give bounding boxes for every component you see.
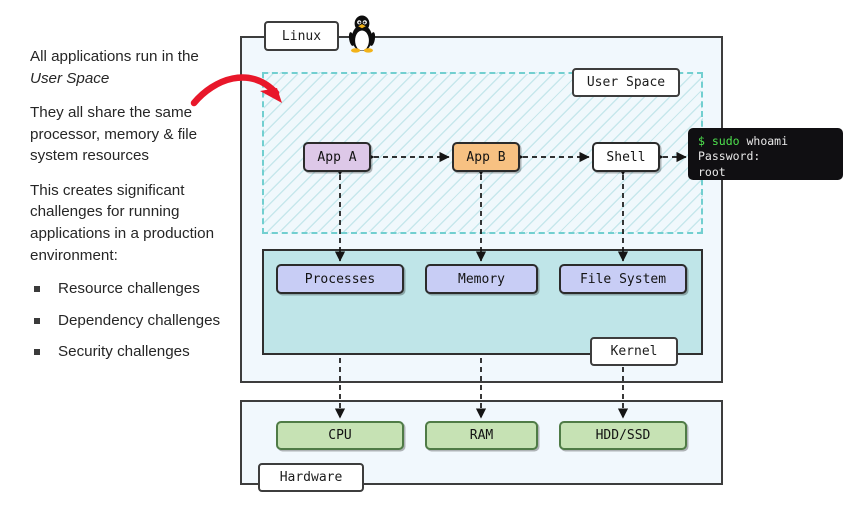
terminal-command: whoami [739,134,789,148]
terminal-window[interactable]: $ sudo whoami Password: root [688,128,843,180]
terminal-prompt: $ sudo [698,134,740,148]
node-shell[interactable]: Shell [592,142,660,172]
node-processes[interactable]: Processes [276,264,404,294]
list-item: Security challenges [30,342,228,363]
bullet-square-icon [34,286,40,293]
node-hdd-ssd[interactable]: HDD/SSD [559,421,687,450]
paragraph-shared-resources: They all share the same processor, memor… [30,104,198,165]
node-file-system[interactable]: File System [559,264,687,294]
os-label-linux: Linux [264,21,339,51]
list-item: Dependency challenges [30,311,228,332]
kernel-label: Kernel [590,337,678,366]
paragraph-1-text: All applications run in [30,48,174,65]
user-space-label: User Space [572,68,680,97]
node-memory[interactable]: Memory [425,264,538,294]
terminal-line-password: Password: [698,149,761,164]
bullet-label: Resource challenges [58,280,200,298]
hardware-label: Hardware [258,463,364,492]
bullet-square-icon [34,349,40,356]
terminal-line-output: root [698,164,726,179]
list-item: Resource challenges [30,279,228,300]
user-space-emphasis: User Space [30,69,110,87]
challenges-list: Resource challenges Dependency challenge… [30,279,228,363]
explanation-text: All applications run in the User Space T… [30,46,228,374]
paragraph-1-the: the [177,48,199,65]
node-ram[interactable]: RAM [425,421,538,450]
bullet-label: Dependency challenges [58,311,221,329]
bullet-square-icon [34,317,40,324]
node-app-a[interactable]: App A [303,142,371,172]
red-curved-arrow-icon [190,74,282,107]
paragraph-user-space: All applications run in the User Space [30,46,228,89]
terminal-line-command: $ sudo whoami [698,134,843,149]
tux-penguin-icon [348,15,376,53]
paragraph-challenges-intro: This creates significant challenges for … [30,181,215,264]
node-app-b[interactable]: App B [452,142,520,172]
bullet-label: Security challenges [58,343,190,361]
node-cpu[interactable]: CPU [276,421,404,450]
